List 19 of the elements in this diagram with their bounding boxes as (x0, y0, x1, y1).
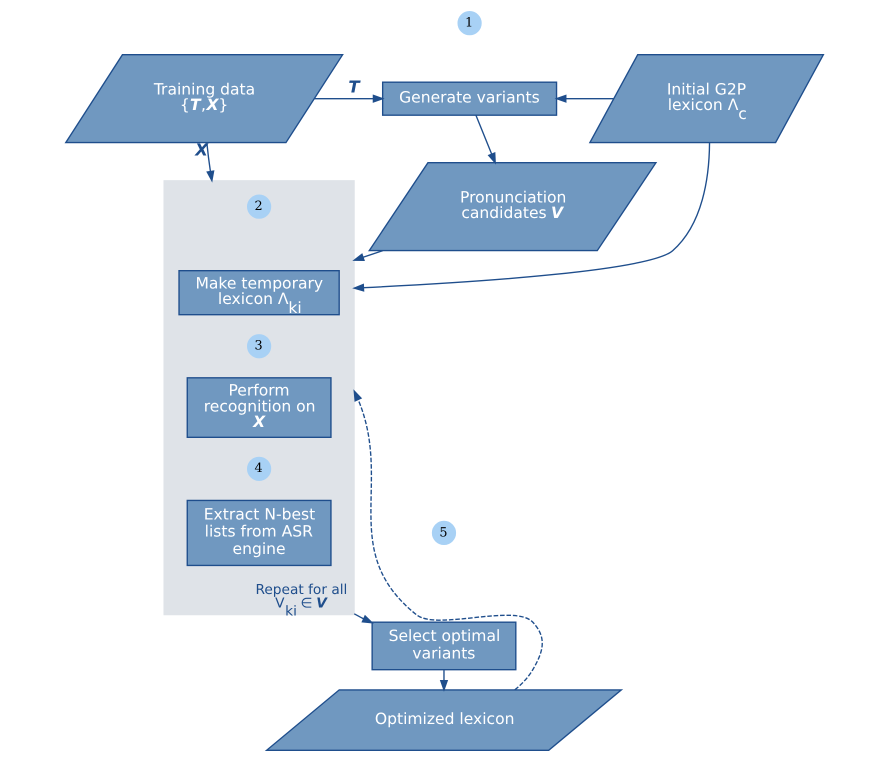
node-box: Generate variants (381, 82, 557, 116)
node-box: Perform recognition on X (186, 377, 332, 438)
node-box: Select optimal variants (370, 621, 516, 670)
node-circle: 3 (246, 334, 271, 358)
arrow (352, 142, 710, 292)
arrow (206, 142, 214, 183)
node-circle: 1 (456, 11, 482, 36)
node-circle: 2 (246, 194, 271, 219)
node-box: Extract N-best lists from ASR engine (186, 500, 332, 566)
arrow (352, 250, 383, 262)
arrow (314, 94, 384, 103)
arrow (554, 94, 614, 103)
edge-label: T (348, 78, 360, 97)
node-circle: 4 (246, 456, 271, 481)
arrow (352, 389, 542, 690)
arrow (353, 613, 374, 624)
arrow (474, 114, 496, 165)
arrow (439, 670, 448, 692)
node-circle: 5 (431, 520, 456, 546)
